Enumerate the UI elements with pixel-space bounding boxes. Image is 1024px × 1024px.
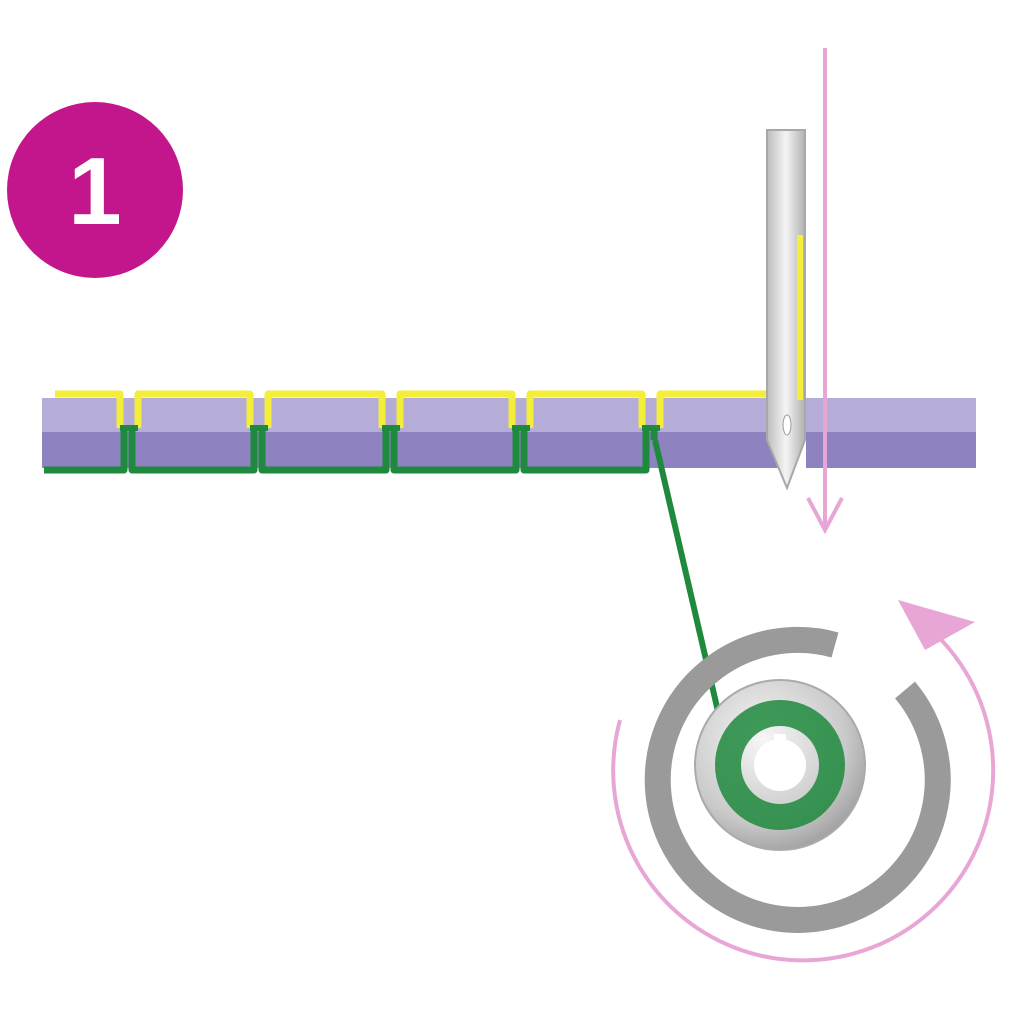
bobbin (694, 679, 866, 851)
stitch-row (44, 390, 788, 474)
needle (766, 129, 806, 491)
fabric-right (806, 398, 976, 434)
step-badge: 1 (7, 102, 183, 278)
needle-down-arrow-icon (806, 48, 844, 535)
lower-thread (44, 430, 658, 474)
upper-thread (55, 390, 788, 428)
rotary-hook (644, 626, 951, 933)
step-number: 1 (68, 138, 121, 245)
hook-rotation-arrow-icon (611, 600, 996, 963)
